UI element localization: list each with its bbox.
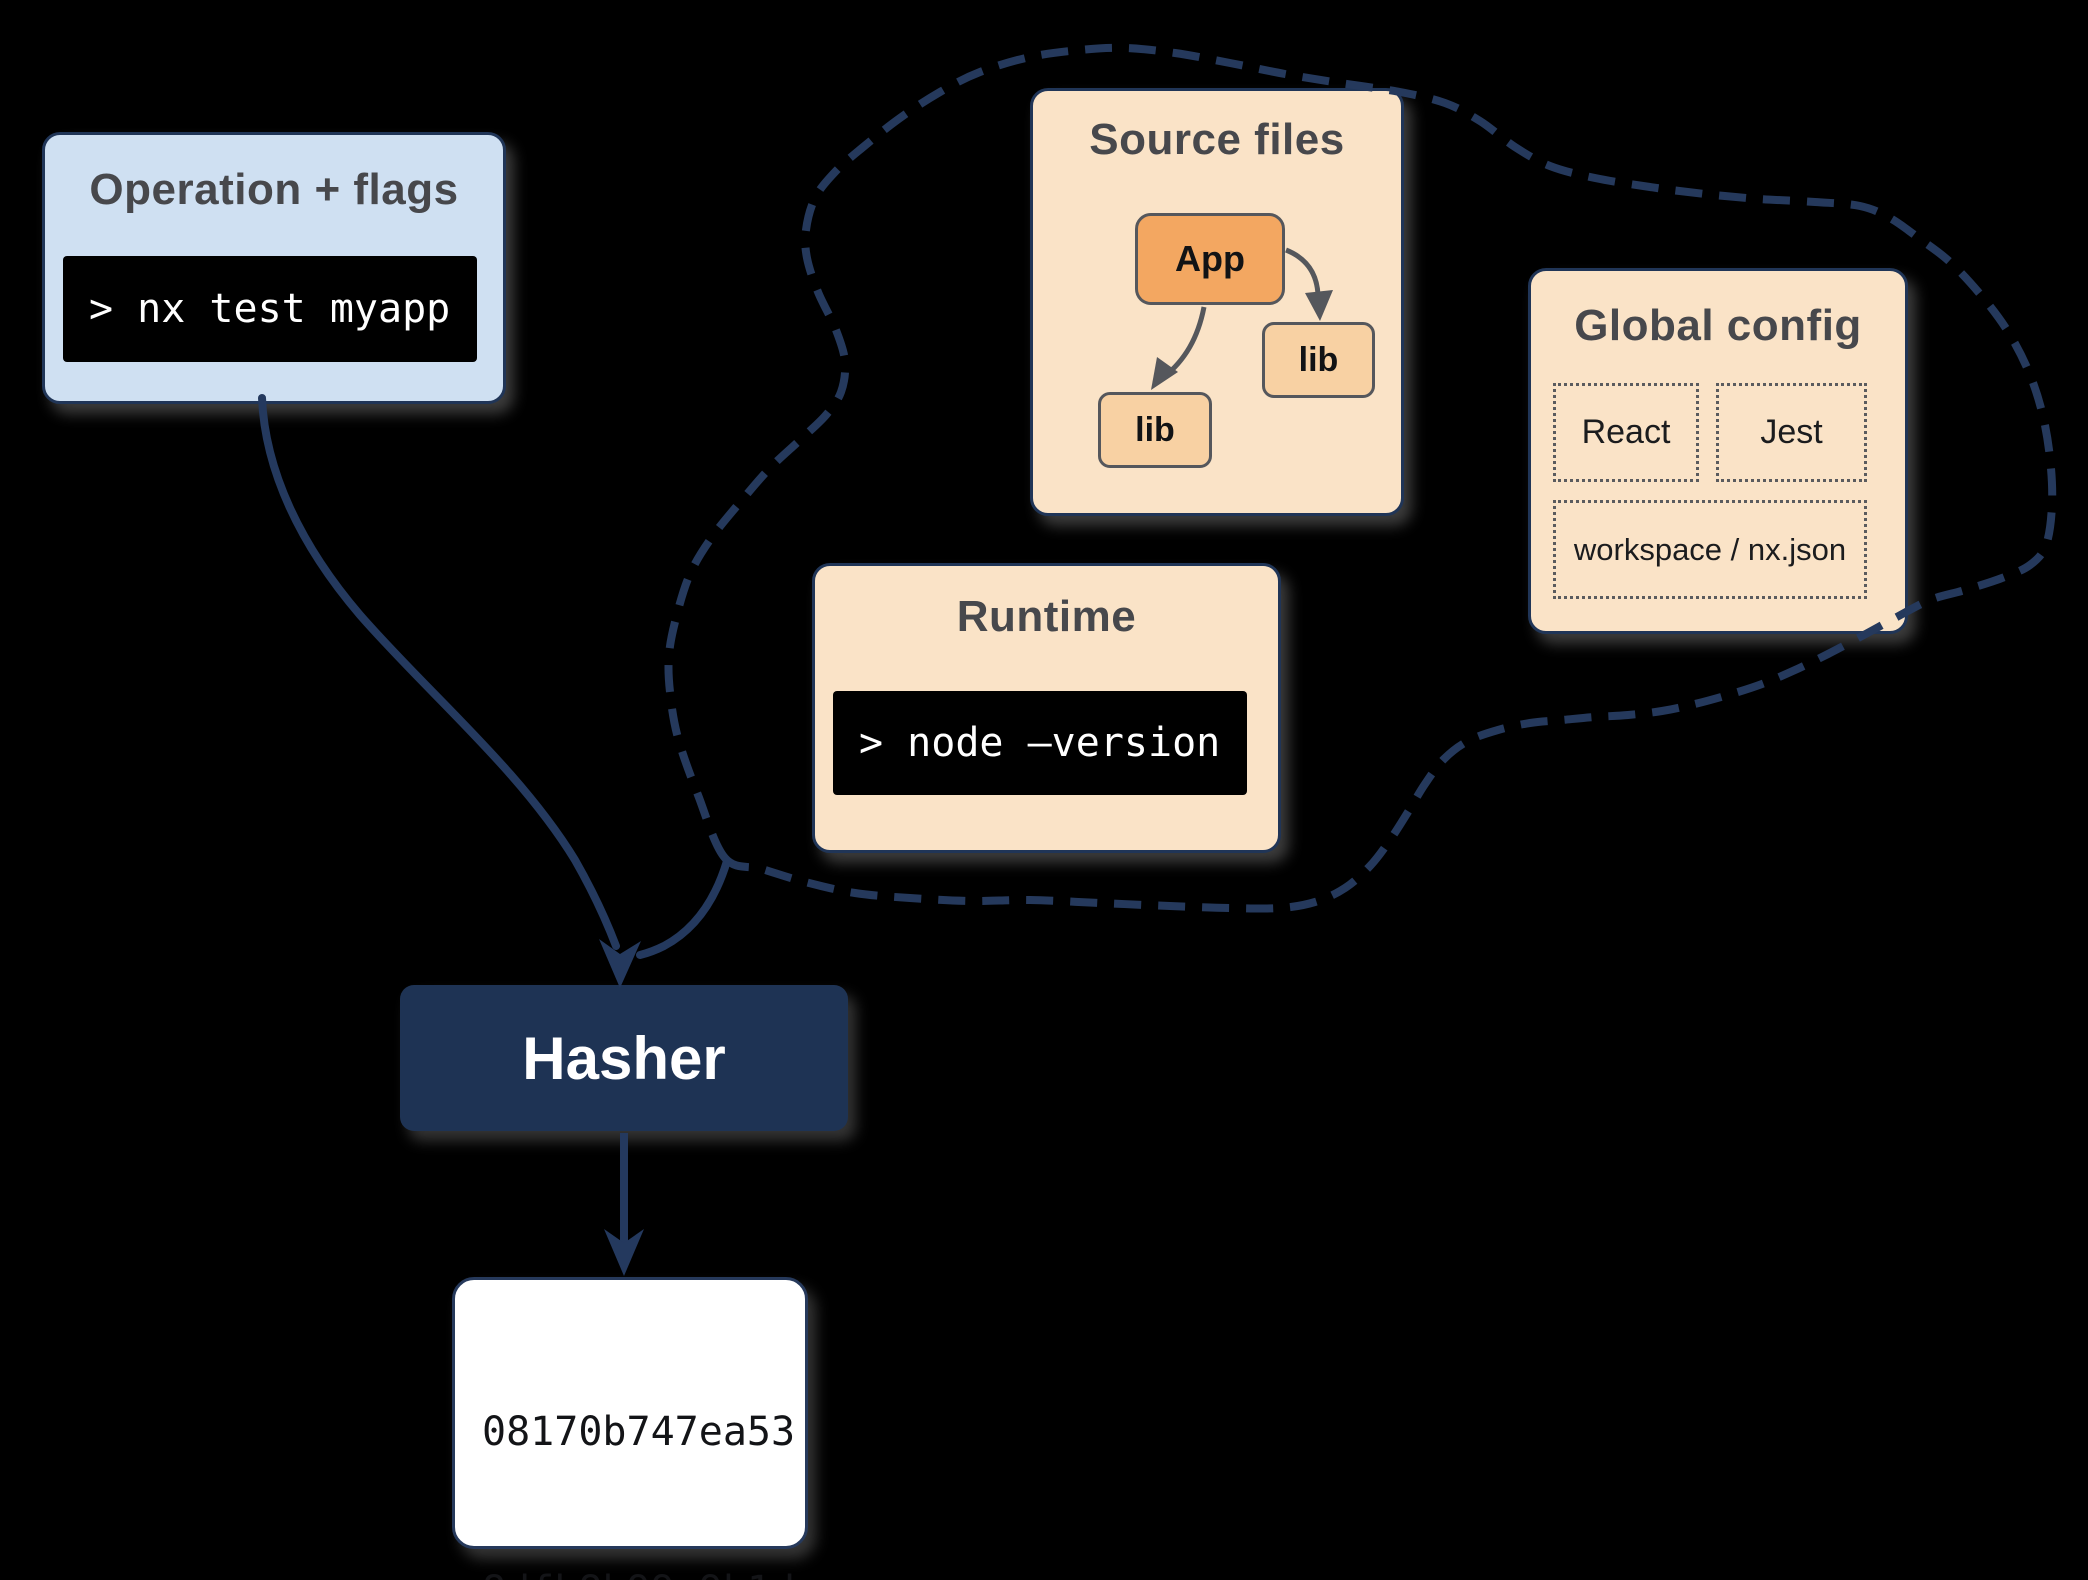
hasher-box: Hasher — [400, 985, 848, 1131]
app-node: App — [1135, 213, 1285, 305]
lib-node-left: lib — [1098, 392, 1212, 468]
hash-output-box: 08170b747ea53 8dfb8b99c9b1d ae8677e8f8bd… — [452, 1277, 808, 1580]
arrowhead-into-hasher-icon — [599, 939, 641, 988]
global-config-box: Global config React Jest workspace / nx.… — [1528, 268, 1908, 634]
config-item-workspace: workspace / nx.json — [1553, 500, 1867, 599]
runtime-box: Runtime > node –version — [812, 563, 1281, 853]
hash-line: 8dfb8b99c9b1d — [482, 1565, 805, 1580]
runtime-terminal: > node –version — [833, 691, 1247, 795]
source-files-title: Source files — [1089, 115, 1345, 164]
hash-line: 08170b747ea53 — [482, 1409, 796, 1455]
source-files-box: Source files App lib lib — [1030, 88, 1404, 516]
global-config-title: Global config — [1574, 301, 1862, 350]
config-item-jest: Jest — [1716, 383, 1867, 482]
arrow-operation-to-hasher — [258, 394, 620, 950]
config-item-react: React — [1553, 383, 1699, 482]
operation-terminal: > nx test myapp — [63, 256, 477, 362]
config-item-react-label: React — [1581, 413, 1671, 451]
operation-flags-box: Operation + flags > nx test myapp — [42, 132, 506, 404]
runtime-command-text: > node –version — [859, 720, 1221, 766]
arrow-cloud-to-hasher — [636, 857, 731, 959]
lib-node-right-label: lib — [1298, 340, 1339, 379]
config-item-jest-label: Jest — [1760, 413, 1823, 451]
operation-command-text: > nx test myapp — [89, 286, 451, 332]
hasher-label: Hasher — [522, 1024, 726, 1092]
operation-flags-title: Operation + flags — [89, 165, 459, 214]
config-item-workspace-label: workspace / nx.json — [1573, 531, 1847, 567]
app-node-label: App — [1175, 238, 1245, 279]
lib-node-right: lib — [1262, 322, 1375, 398]
arrowhead-into-hash-icon — [604, 1229, 644, 1276]
runtime-title: Runtime — [956, 592, 1137, 641]
lib-node-left-label: lib — [1135, 410, 1175, 449]
